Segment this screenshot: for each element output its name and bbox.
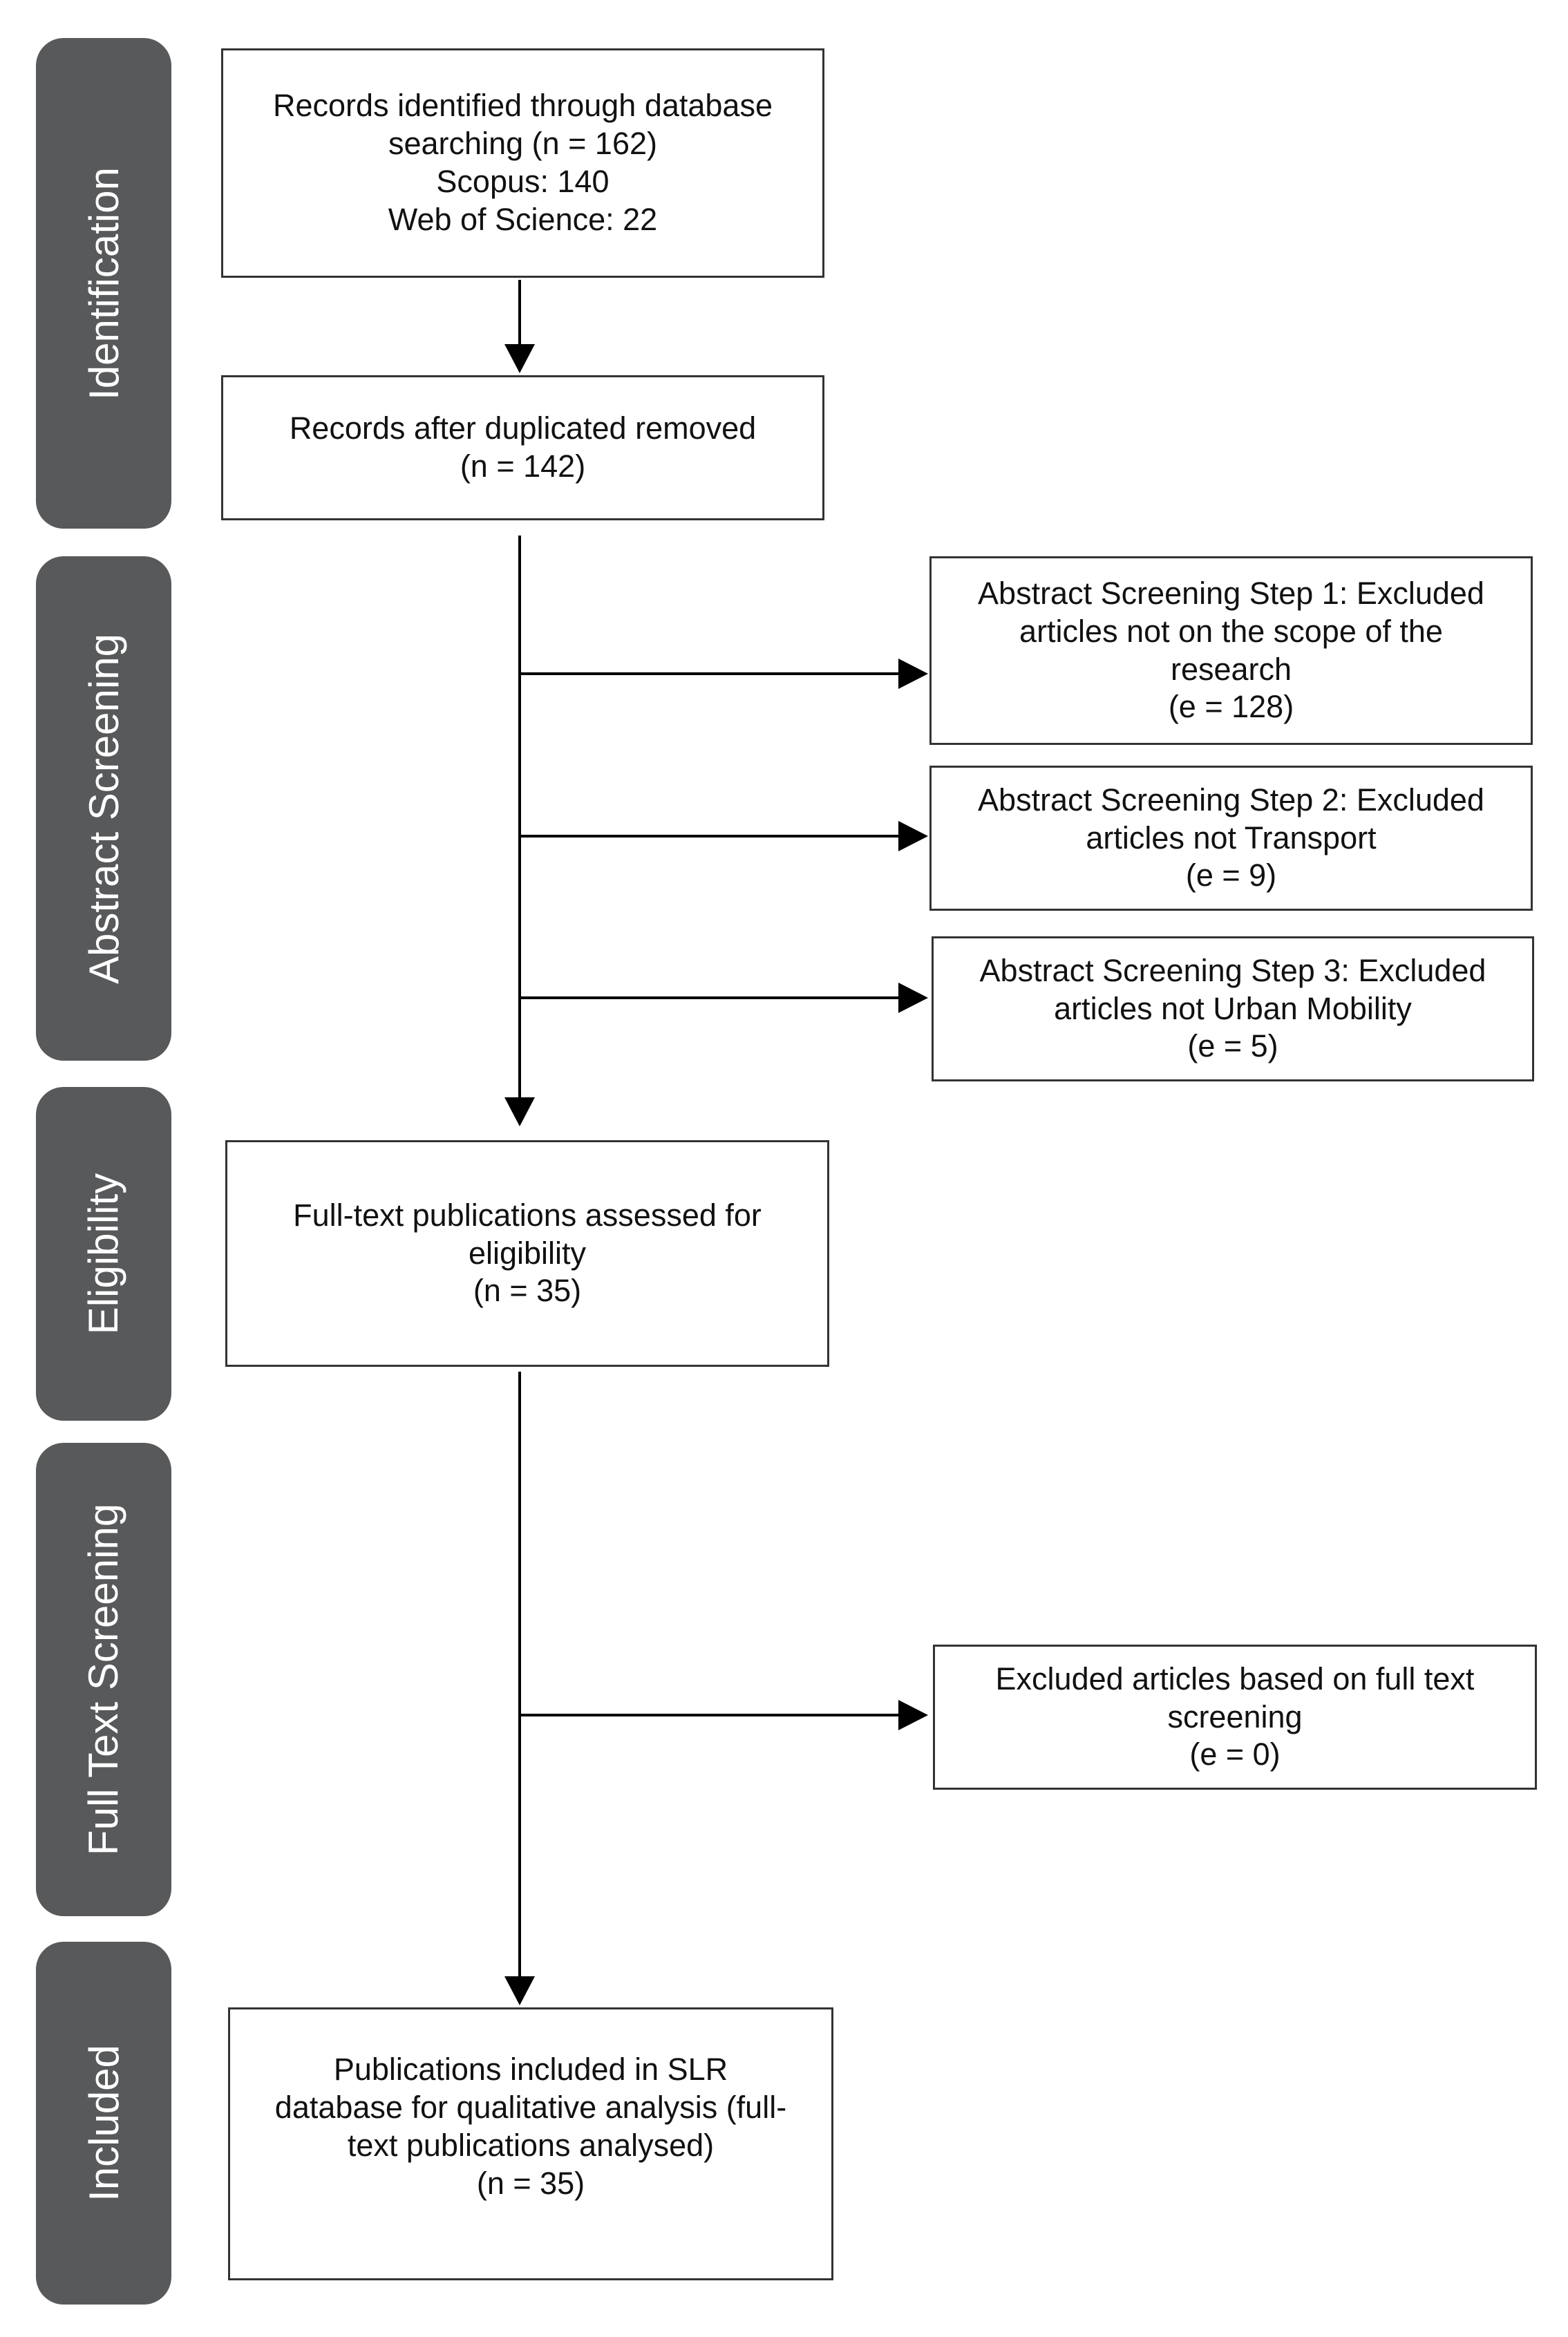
abstract-step3-line1: Abstract Screening Step 3: Excluded [979, 952, 1486, 988]
abstract-step2-line3: (e = 9) [1185, 858, 1277, 893]
arrowhead-full-text-excluded [898, 1700, 928, 1730]
records-identified-line1: Records identified through database [273, 88, 773, 124]
full-text-excluded-line3: (e = 0) [1189, 1737, 1281, 1772]
full-text-assessed-line1: Full-text publications assessed for [293, 1197, 762, 1233]
records-identified-line2: searching (n = 162) [388, 126, 657, 162]
abstract-step1-line3: research [1170, 651, 1292, 687]
abstract-step1-line1: Abstract Screening Step 1: Excluded [978, 575, 1484, 611]
box-abstract-step2: Abstract Screening Step 2: Excluded arti… [929, 766, 1533, 911]
abstract-step3-line2: articles not Urban Mobility [1054, 990, 1412, 1026]
box-full-text-assessed: Full-text publications assessed for elig… [225, 1140, 829, 1367]
arrowhead-abstract-step3 [898, 983, 928, 1013]
box-records-after-duplicates: Records after duplicated removed (n = 14… [221, 375, 824, 520]
abstract-step2-line1: Abstract Screening Step 2: Excluded [978, 782, 1484, 817]
records-after-duplicates-line2: (n = 142) [460, 448, 586, 484]
stage-abstract-screening: Abstract Screening [36, 556, 171, 1061]
stage-full-text-screening: Full Text Screening [36, 1443, 171, 1916]
records-identified-line3: Scopus: 140 [436, 164, 610, 199]
included-line2: database for qualitative analysis (full- [274, 2089, 787, 2125]
included-line4: (n = 35) [476, 2165, 585, 2201]
abstract-step1-line2: articles not on the scope of the [1019, 613, 1443, 649]
records-identified-line4: Web of Science: 22 [388, 201, 658, 237]
included-line1: Publications included in SLR [333, 2052, 728, 2087]
full-text-excluded-line2: screening [1167, 1699, 1303, 1734]
arrowhead-abstract-step2 [898, 821, 928, 851]
arrowhead-eligibility [504, 1097, 535, 1126]
abstract-step3-line3: (e = 5) [1187, 1028, 1278, 1064]
records-after-duplicates-line1: Records after duplicated removed [289, 410, 757, 446]
box-full-text-excluded: Excluded articles based on full text scr… [933, 1645, 1537, 1790]
stage-included: Included [36, 1942, 171, 2305]
full-text-excluded-line1: Excluded articles based on full text [995, 1660, 1475, 1696]
stage-identification: Identification [36, 38, 171, 529]
box-abstract-step3: Abstract Screening Step 3: Excluded arti… [932, 936, 1534, 1081]
full-text-assessed-line3: (n = 35) [473, 1273, 582, 1309]
abstract-step1-line4: (e = 128) [1168, 689, 1294, 725]
included-line3: text publications analysed) [347, 2127, 715, 2163]
box-abstract-step1: Abstract Screening Step 1: Excluded arti… [929, 556, 1533, 745]
box-records-identified: Records identified through database sear… [221, 48, 824, 278]
abstract-step2-line2: articles not Transport [1086, 820, 1377, 855]
arrowhead-included [504, 1976, 535, 2005]
box-included: Publications included in SLR database fo… [228, 2007, 833, 2280]
arrowhead-abstract-step1 [898, 659, 928, 689]
stage-eligibility: Eligibility [36, 1087, 171, 1421]
full-text-assessed-line2: eligibility [468, 1235, 587, 1271]
arrowhead-deduplicated [504, 344, 535, 373]
